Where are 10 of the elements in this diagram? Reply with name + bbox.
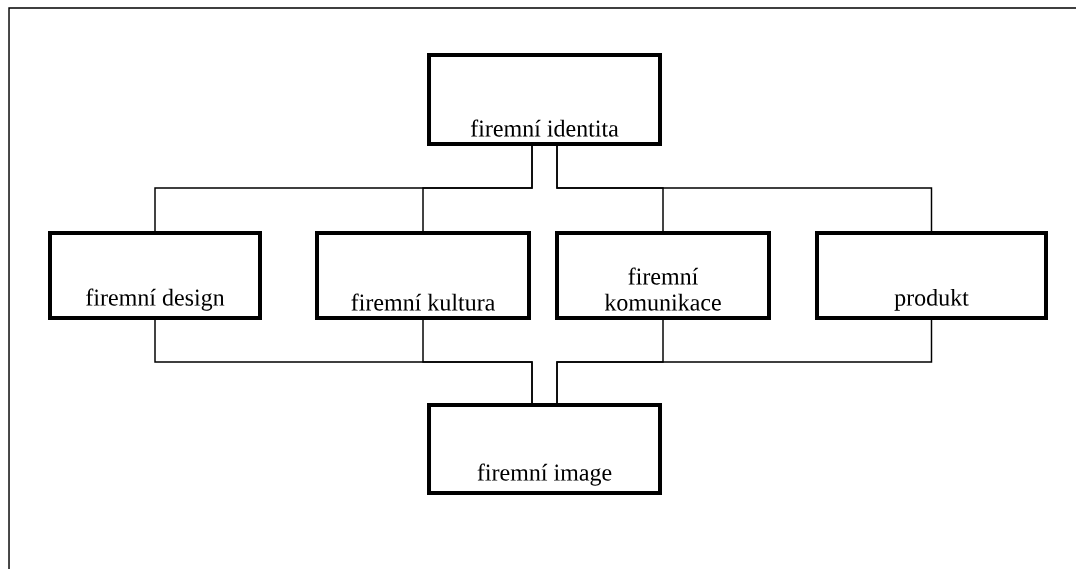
process-box: firemní kultura bbox=[315, 231, 531, 320]
connector-line bbox=[422, 145, 533, 232]
connector-line bbox=[556, 319, 933, 404]
process-box: firemní image bbox=[427, 403, 662, 495]
process-box: firemní identita bbox=[427, 53, 662, 146]
connector-line bbox=[556, 145, 933, 232]
connector-line bbox=[422, 319, 533, 404]
process-box: produkt bbox=[815, 231, 1048, 320]
process-box: firemní komunikace bbox=[555, 231, 771, 320]
process-box: firemní design bbox=[48, 231, 262, 320]
